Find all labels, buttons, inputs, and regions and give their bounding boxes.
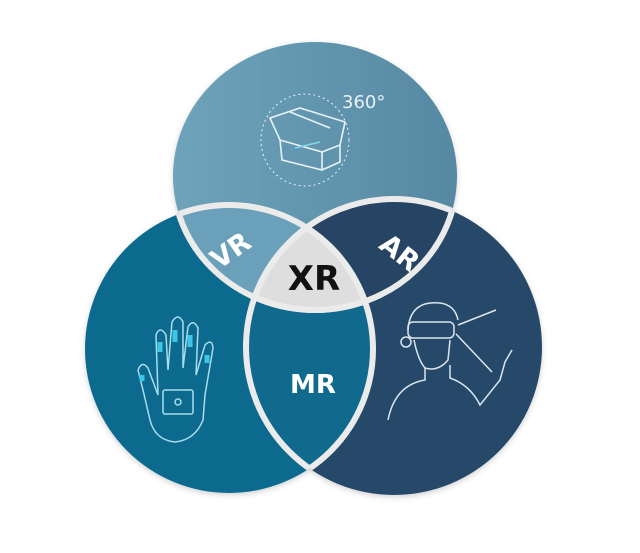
person-with-ar-glasses-icon: [387, 302, 513, 421]
label-360: 360°: [342, 92, 385, 113]
haptic-glove-hand-icon: [137, 316, 214, 443]
region-xr: [246, 205, 373, 310]
label-xr: XR: [288, 259, 340, 299]
label-mr: MR: [290, 370, 336, 400]
vr-headset-360-icon: [260, 93, 350, 187]
